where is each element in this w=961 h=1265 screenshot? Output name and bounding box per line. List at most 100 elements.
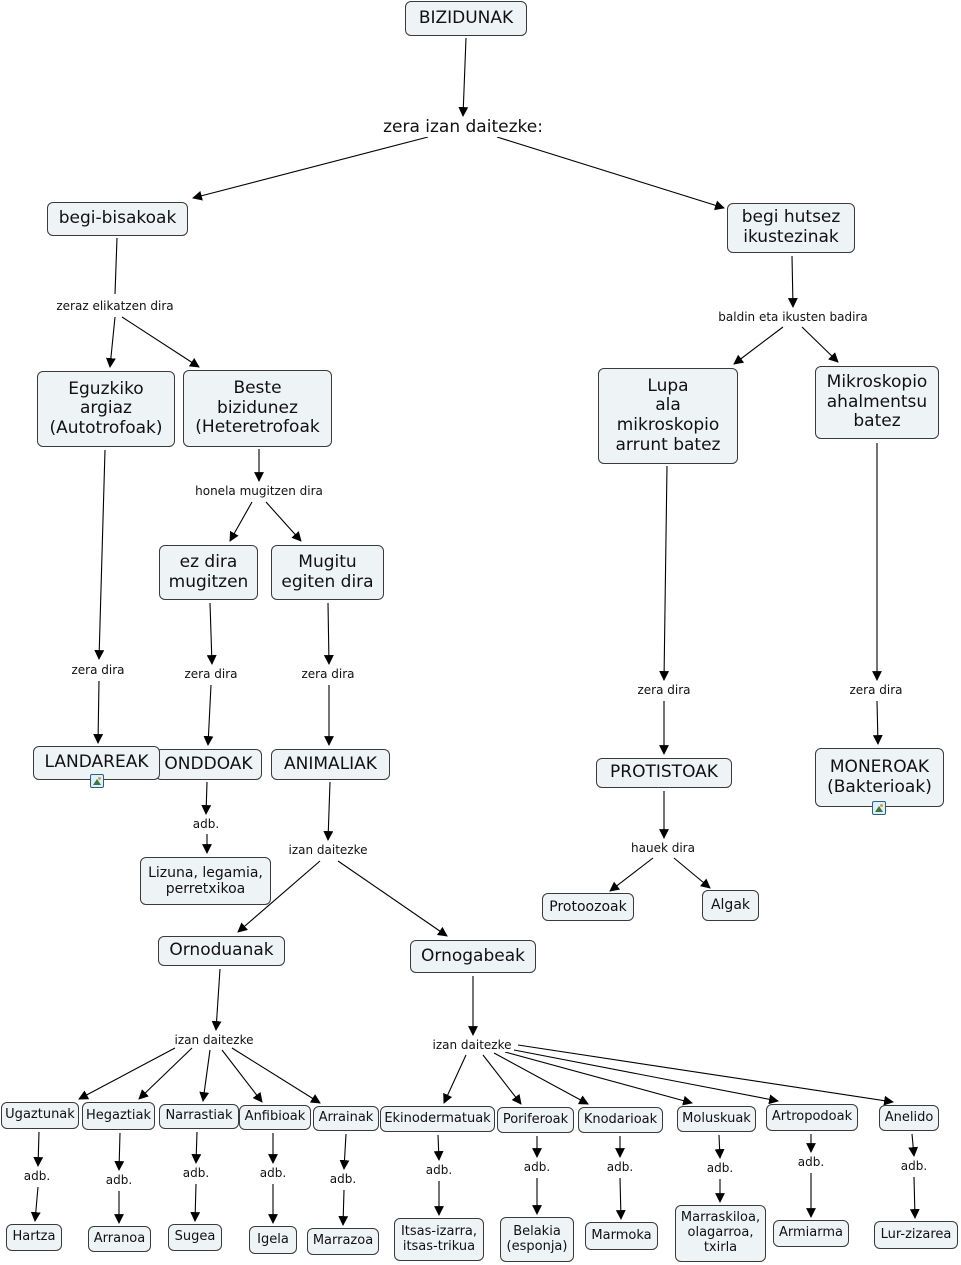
node-igela: Igela xyxy=(249,1226,297,1254)
connector-line xyxy=(787,255,798,308)
connector-line xyxy=(673,857,711,889)
label-zera-dira-moneroak: zera dira xyxy=(847,683,905,697)
label-zera-dira-animaliak: zera dira xyxy=(299,667,357,681)
node-ez-dira-mugitzen: ez dira mugitzen xyxy=(159,545,258,600)
label-adb-ekinodermatuak: adb. xyxy=(423,1163,455,1177)
label-adb-hegaztiak: adb. xyxy=(103,1173,135,1187)
node-marrazoa: Marrazoa xyxy=(307,1228,379,1255)
connector-line xyxy=(94,449,106,660)
connector-line xyxy=(443,1054,467,1104)
connector-line xyxy=(121,316,200,368)
node-ornogabeak: Ornogabeak xyxy=(410,940,536,973)
node-lupa: Lupa ala mikroskopio arrunt batez xyxy=(598,368,738,464)
connector-line xyxy=(615,1177,626,1220)
label-honela-mugitzen: honela mugitzen dira xyxy=(193,484,325,498)
connector-line xyxy=(33,1131,44,1167)
connector-line xyxy=(482,1054,522,1105)
label-adb-moluskuak: adb. xyxy=(704,1161,736,1175)
root-node: BIZIDUNAK xyxy=(405,1,527,36)
node-arranoa: Arranoa xyxy=(88,1226,151,1252)
node-moneroak: MONEROAK (Bakterioak) xyxy=(815,748,944,807)
node-itsas-izarra: Itsas-izarra, itsas-trikua xyxy=(394,1218,484,1261)
label-adb-onddoak: adb. xyxy=(190,817,222,831)
label-zera-dira-onddoak: zera dira xyxy=(182,667,240,681)
node-belakia: Belakia (esponja) xyxy=(500,1217,574,1262)
connector-line xyxy=(337,860,448,937)
node-arrainak: Arrainak xyxy=(313,1106,379,1131)
connector-line xyxy=(714,1134,725,1159)
connector-line xyxy=(30,1186,41,1222)
connector-line xyxy=(433,1134,444,1161)
label-adb-anfibioak: adb. xyxy=(257,1166,289,1180)
node-ekinodermatuak: Ekinodermatuak xyxy=(380,1106,495,1132)
node-hartza: Hartza xyxy=(6,1224,62,1251)
connector-line xyxy=(659,465,670,681)
node-eguzkiko: Eguzkiko argiaz (Autotrofoak) xyxy=(37,371,175,447)
connector-line xyxy=(323,781,334,841)
connector-line xyxy=(908,1133,919,1157)
connector-line xyxy=(517,1044,894,1106)
connector-line xyxy=(192,136,429,201)
label-adb-poriferoak: adb. xyxy=(521,1160,553,1174)
connector-line xyxy=(504,1051,693,1106)
node-sugea: Sugea xyxy=(168,1224,222,1251)
connector-line xyxy=(105,316,116,368)
node-anelido: Anelido xyxy=(879,1105,939,1131)
connector-line xyxy=(201,781,212,815)
node-anfibioak: Anfibioak xyxy=(239,1105,311,1130)
label-adb-arrainak: adb. xyxy=(327,1172,359,1186)
label-izan-daitezke-animaliak: izan daitezke xyxy=(286,843,370,857)
node-algak: Algak xyxy=(702,890,759,921)
node-onddoak: ONDDOAK xyxy=(155,749,262,780)
moneroak-image-icon[interactable] xyxy=(872,801,886,815)
label-izan-daitezke-ornoduanak: izan daitezke xyxy=(172,1033,256,1047)
node-moluskuak: Moluskuak xyxy=(677,1106,756,1132)
connector-line xyxy=(190,1183,201,1222)
node-hegaztiak: Hegaztiak xyxy=(82,1102,155,1130)
node-poriferoak: Poriferoak xyxy=(497,1107,574,1133)
node-marraskiloa: Marraskiloa, olagarroa, txirla xyxy=(675,1205,766,1262)
connector-line xyxy=(801,326,839,363)
connector-line xyxy=(203,684,214,746)
connector-line xyxy=(458,37,469,117)
node-lur-zizarea: Lur-zizarea xyxy=(874,1221,958,1249)
connector-line xyxy=(114,1132,125,1171)
connector-line xyxy=(339,1133,350,1170)
connector-line xyxy=(609,857,654,892)
connector-line xyxy=(114,237,118,295)
connector-line xyxy=(221,1049,263,1103)
connector-line xyxy=(872,700,883,745)
label-adb-ugaztunak: adb. xyxy=(21,1169,53,1183)
node-ornoduanak: Ornoduanak xyxy=(158,936,285,966)
connector-line xyxy=(265,501,302,542)
connector-line xyxy=(513,1049,779,1105)
connector-line xyxy=(191,1131,202,1164)
connector-line xyxy=(493,1052,589,1105)
connector-line xyxy=(78,1047,176,1100)
node-begi-bisakoak: begi-bisakoak xyxy=(47,202,188,236)
connector-line xyxy=(93,680,104,744)
landareak-image-icon[interactable] xyxy=(90,774,104,788)
label-zera-dira-landareak: zera dira xyxy=(69,663,127,677)
connector-line xyxy=(338,1189,349,1226)
connector-line xyxy=(909,1176,920,1219)
label-adb-knodarioak: adb. xyxy=(604,1160,636,1174)
node-lizuna: Lizuna, legamia, perretxikoa xyxy=(140,857,271,905)
label-zera-izan-daitezke: zera izan daitezke: xyxy=(381,117,545,137)
label-adb-narrastiak: adb. xyxy=(180,1166,212,1180)
connector-line xyxy=(229,501,253,542)
node-marmoka: Marmoka xyxy=(585,1222,658,1250)
label-izan-daitezke-ornogabeak: izan daitezke xyxy=(430,1038,514,1052)
node-begi-hutsez: begi hutsez ikustezinak xyxy=(727,203,855,253)
node-beste-bizidunez: Beste bizidunez (Heteretrofoak xyxy=(183,370,332,447)
label-hauek-dira: hauek dira xyxy=(629,841,697,855)
label-adb-artropodoak: adb. xyxy=(795,1155,827,1169)
label-zeraz-elikatzen: zeraz elikatzen dira xyxy=(54,299,176,313)
node-protoozoak: Protoozoak xyxy=(542,893,634,921)
connector-line xyxy=(211,968,222,1031)
node-protistoak: PROTISTOAK xyxy=(596,758,732,788)
node-animaliak: ANIMALIAK xyxy=(271,749,390,780)
node-mikroskopio: Mikroskopio ahalmentsu batez xyxy=(815,366,939,439)
label-baldin-eta: baldin eta ikusten badira xyxy=(716,310,870,324)
